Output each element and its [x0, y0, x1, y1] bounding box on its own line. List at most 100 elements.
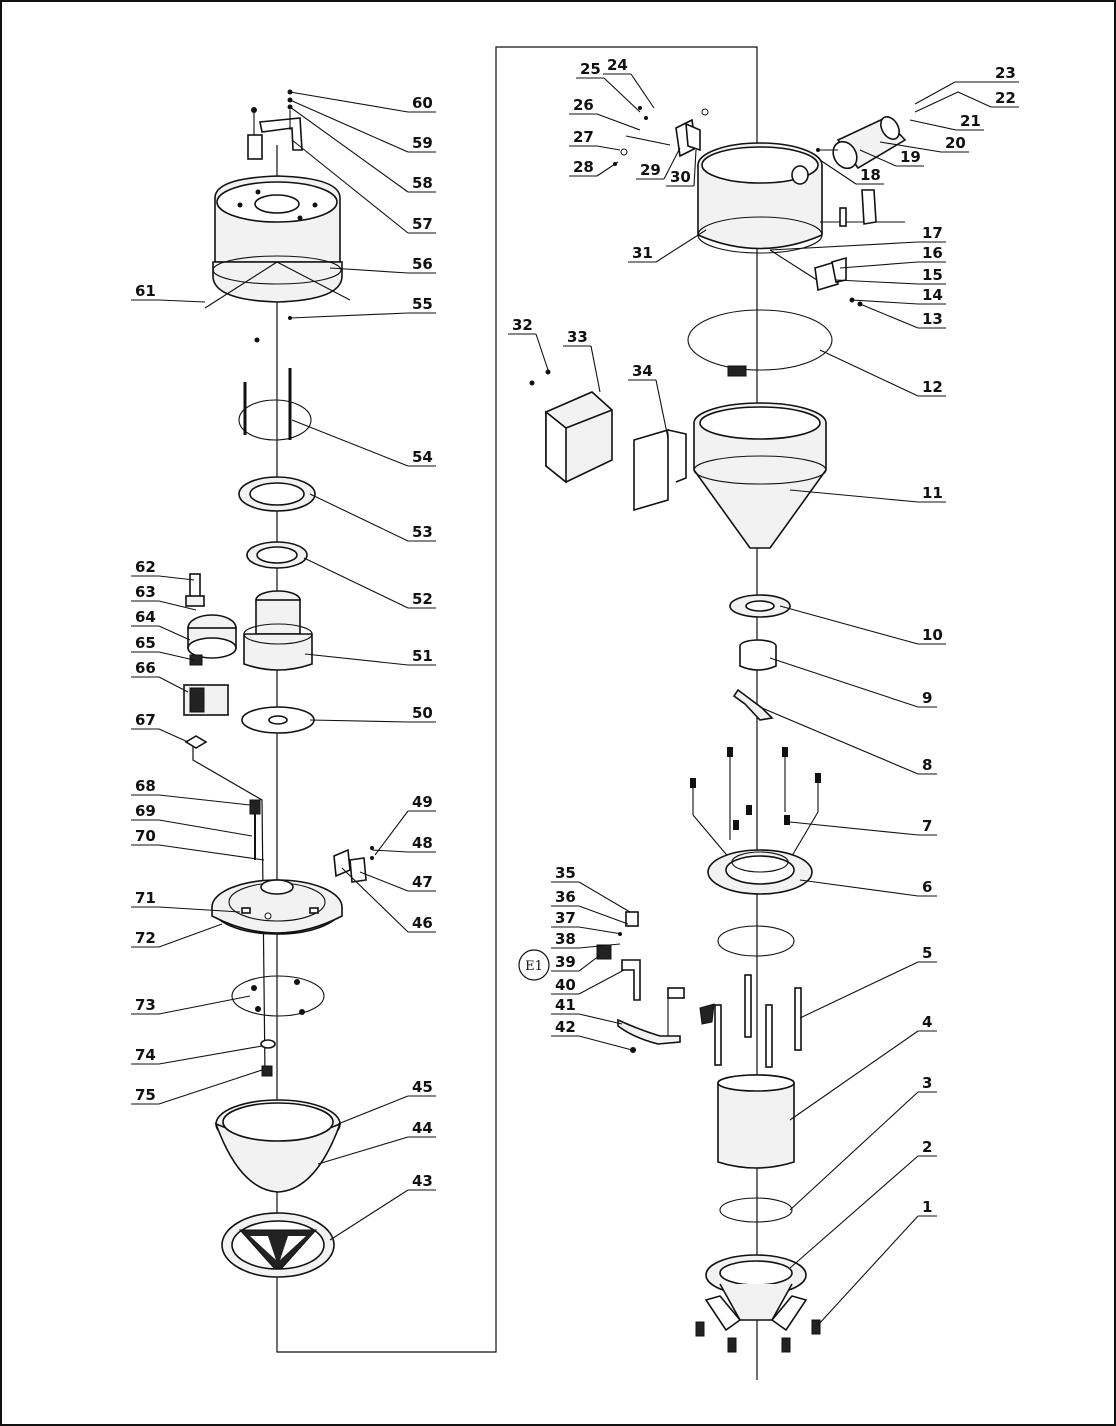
- leader-line: [655, 379, 669, 439]
- valve-assembly: [183, 573, 237, 749]
- leader-line: [596, 113, 641, 131]
- leader-line: [317, 1136, 409, 1165]
- callout-32: 32: [508, 316, 549, 371]
- part-number-label: 69: [135, 802, 156, 820]
- leader-line: [374, 810, 409, 856]
- part-number-label: 66: [135, 659, 156, 677]
- part-number-label: 67: [135, 711, 156, 729]
- leader-line: [663, 147, 681, 180]
- leader-line: [693, 149, 697, 187]
- callout-45: 45: [337, 1078, 436, 1125]
- leader-line: [291, 139, 409, 234]
- lid-clamp-assembly: [613, 106, 709, 166]
- part-number-label: 47: [412, 873, 433, 891]
- callout-44: 44: [317, 1119, 436, 1165]
- callout-20: 20: [879, 134, 969, 153]
- tube-4: [717, 1074, 795, 1169]
- part-number-label: 74: [135, 1046, 156, 1064]
- callout-14: 14: [851, 286, 946, 305]
- callout-12: 12: [819, 349, 946, 397]
- part-number-label: 32: [512, 316, 533, 334]
- callout-42: 42: [551, 1018, 633, 1051]
- part-number-label: 13: [922, 310, 943, 328]
- part-number-label: 34: [632, 362, 653, 380]
- e1-label: E1: [525, 959, 543, 974]
- clamp-ring-12: [687, 309, 833, 377]
- part-number-label: 55: [412, 295, 433, 313]
- callout-10: 10: [779, 605, 946, 645]
- callout-55: 55: [289, 295, 436, 319]
- callout-38: 38: [551, 930, 621, 949]
- leader-line: [578, 1013, 623, 1025]
- part-number-label: 64: [135, 608, 156, 626]
- leader-line: [158, 844, 265, 861]
- leader-line: [158, 906, 241, 913]
- leader-line: [158, 625, 191, 641]
- callout-labels: 6059585756555453525150494847466162636465…: [131, 56, 1019, 1326]
- part-number-label: 23: [995, 64, 1016, 82]
- part-number-label: 42: [555, 1018, 576, 1036]
- leader-line: [603, 77, 641, 113]
- callout-62: 62: [131, 558, 195, 581]
- callout-11: 11: [789, 484, 946, 503]
- part-number-label: 71: [135, 889, 156, 907]
- part-number-label: 44: [412, 1119, 433, 1137]
- leader-line: [289, 106, 409, 193]
- part-number-label: 25: [580, 60, 601, 78]
- callout-25: 25: [576, 60, 641, 113]
- callout-71: 71: [131, 889, 241, 913]
- part-number-label: 40: [555, 976, 576, 994]
- part-number-label: 60: [412, 94, 433, 112]
- part-number-label: 62: [135, 558, 156, 576]
- part-number-label: 48: [412, 834, 433, 852]
- part-number-label: 16: [922, 244, 943, 262]
- part-number-label: 29: [640, 161, 661, 179]
- callout-2: 2: [789, 1138, 937, 1269]
- leader-line: [817, 1215, 919, 1326]
- leader-line: [359, 871, 409, 892]
- hopper-base-43: [221, 1212, 335, 1278]
- part-number-label: 56: [412, 255, 433, 273]
- callout-4: 4: [789, 1013, 937, 1121]
- callout-37: 37: [551, 909, 623, 935]
- callout-43: 43: [329, 1172, 436, 1241]
- callout-3: 3: [789, 1074, 937, 1211]
- seal-ring-3: [719, 1197, 793, 1223]
- cone-hopper-11: [693, 402, 827, 549]
- callout-66: 66: [131, 659, 189, 693]
- callout-74: 74: [131, 1045, 263, 1065]
- leader-line: [789, 1091, 919, 1211]
- callout-59: 59: [289, 99, 436, 153]
- part-number-label: 22: [995, 89, 1016, 107]
- leader-line: [630, 73, 655, 109]
- bolts-7: [690, 747, 821, 867]
- gasket-73: [231, 975, 325, 1077]
- part-number-label: 59: [412, 134, 433, 152]
- callout-50: 50: [309, 704, 436, 723]
- leader-line: [309, 719, 409, 723]
- callout-67: 67: [131, 711, 189, 743]
- part-number-label: 61: [135, 282, 156, 300]
- callout-8: 8: [761, 707, 937, 775]
- part-number-label: 51: [412, 647, 433, 665]
- hopper-31: [697, 142, 823, 254]
- leader-line: [761, 707, 919, 775]
- part-number-label: 63: [135, 583, 156, 601]
- leader-line: [158, 1069, 263, 1105]
- part-number-label: 36: [555, 888, 576, 906]
- leader-line: [578, 954, 601, 972]
- part-number-label: 19: [900, 148, 921, 166]
- leader-line: [289, 99, 409, 153]
- inlet-pipe-assembly: [816, 81, 959, 170]
- part-number-label: 5: [922, 944, 932, 962]
- callout-24: 24: [603, 56, 655, 109]
- leader-line: [371, 849, 409, 853]
- callout-13: 13: [859, 303, 946, 329]
- part-number-label: 11: [922, 484, 943, 502]
- leader-line: [578, 969, 625, 995]
- callout-29: 29: [636, 147, 681, 180]
- callout-33: 33: [563, 328, 601, 393]
- leader-line: [578, 905, 629, 925]
